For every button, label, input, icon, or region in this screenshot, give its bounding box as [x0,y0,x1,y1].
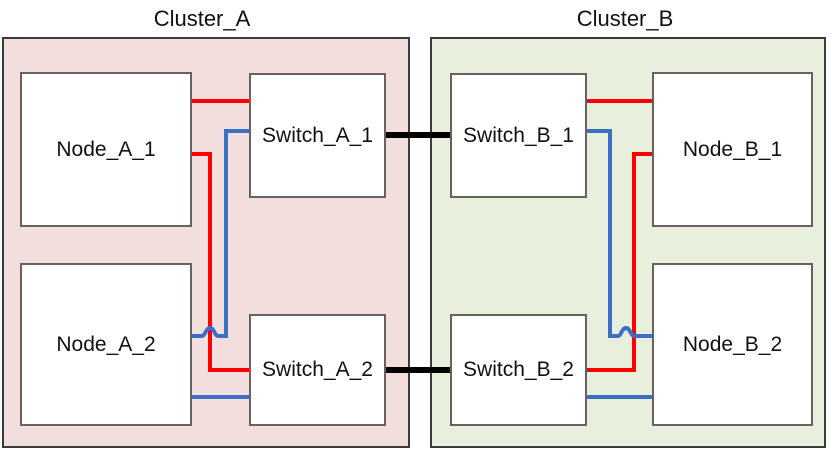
node-a-1-label: Node_A_1 [56,137,156,161]
switch-a-1-box[interactable]: Switch_A_1 [249,73,386,198]
node-a-2-box[interactable]: Node_A_2 [20,263,192,426]
switch-b-2-box[interactable]: Switch_B_2 [450,314,587,426]
switch-b-1-box[interactable]: Switch_B_1 [450,73,587,198]
node-b-2-box[interactable]: Node_B_2 [652,263,813,426]
switch-a-2-label: Switch_A_2 [262,358,373,381]
switch-b-2-label: Switch_B_2 [463,358,574,381]
node-a-1-box[interactable]: Node_A_1 [20,72,192,227]
switch-a-1-label: Switch_A_1 [262,123,373,147]
switch-a-2-box[interactable]: Switch_A_2 [249,314,386,426]
node-b-2-label: Node_B_2 [682,332,783,356]
node-b-1-label: Node_B_1 [682,137,783,161]
cluster-b-title: Cluster_B [576,6,674,31]
cluster-a-title: Cluster_A [153,6,251,31]
node-b-1-box[interactable]: Node_B_1 [652,72,813,227]
node-a-2-label: Node_A_2 [56,332,156,356]
switch-b-1-label: Switch_B_1 [463,123,574,147]
